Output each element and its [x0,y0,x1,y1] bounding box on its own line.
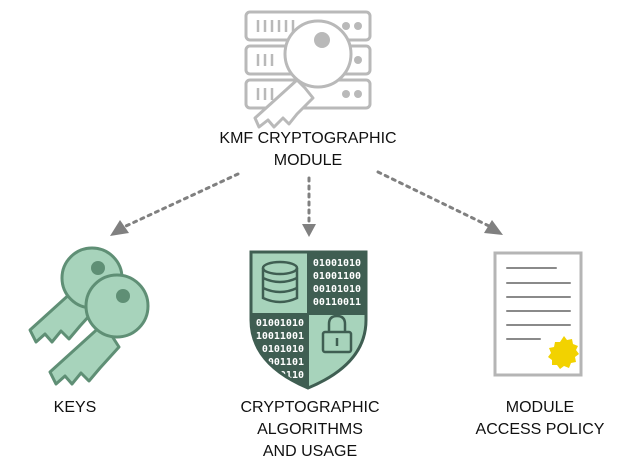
policy-label: MODULE ACCESS POLICY [475,399,605,438]
binary-top-line-0: 01001010 [313,258,361,269]
keys-icon [28,246,150,386]
binary-top-line-1: 01001100 [313,271,361,282]
arrow-to-algorithms [302,176,316,237]
policy-document-icon [493,251,583,377]
algorithms-label: CRYPTOGRAPHIC ALGORITHMS AND USAGE [240,399,380,460]
server-key-icon [244,10,372,129]
front-key-icon [48,273,150,386]
lock-icon [321,314,353,354]
binary-bottom-line-4: 00110 [274,370,304,381]
binary-bottom-line-2: 0101010 [262,344,304,355]
key-icon [253,19,353,129]
arrow-to-keys [110,172,240,236]
keys-label: KEYS [53,399,97,416]
seal-icon [548,336,579,369]
binary-panel-top [308,252,366,314]
binary-text-top: 01001010 01001100 00101010 00110011 [313,258,361,308]
database-icon [261,260,299,304]
binary-bottom-line-0: 01001010 [256,318,304,329]
binary-bottom-line-3: 1001101 [262,357,304,368]
binary-top-line-3: 00110011 [313,297,361,308]
module-title: KMF CRYPTOGRAPHIC MODULE [219,130,397,169]
shield-icon: 01001010 01001100 00101010 00110011 0100101… [249,250,368,390]
binary-top-line-2: 00101010 [313,284,361,295]
binary-bottom-line-1: 10011001 [256,331,304,342]
arrow-to-policy [376,170,503,235]
